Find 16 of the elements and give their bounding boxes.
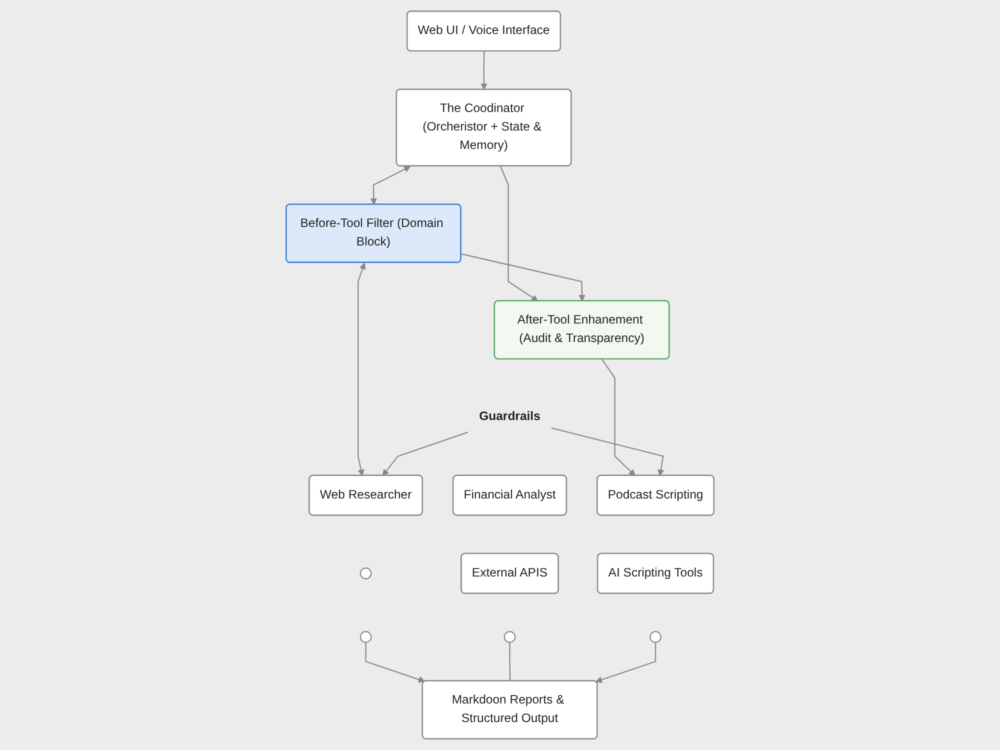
arrow — [596, 642, 656, 683]
arrow — [602, 358, 636, 476]
arrow — [551, 427, 664, 476]
node-circle — [650, 631, 662, 643]
arrow — [461, 253, 586, 302]
arrow — [370, 166, 411, 205]
arrow — [365, 642, 426, 683]
arrow — [382, 431, 469, 476]
node-circle — [360, 631, 372, 643]
arrow — [480, 51, 488, 90]
node-circle — [504, 631, 516, 643]
connector — [509, 642, 511, 682]
arrow — [500, 166, 538, 302]
node-text: Guardrails — [479, 410, 540, 424]
node-circle — [360, 567, 372, 580]
arrow — [358, 262, 366, 476]
